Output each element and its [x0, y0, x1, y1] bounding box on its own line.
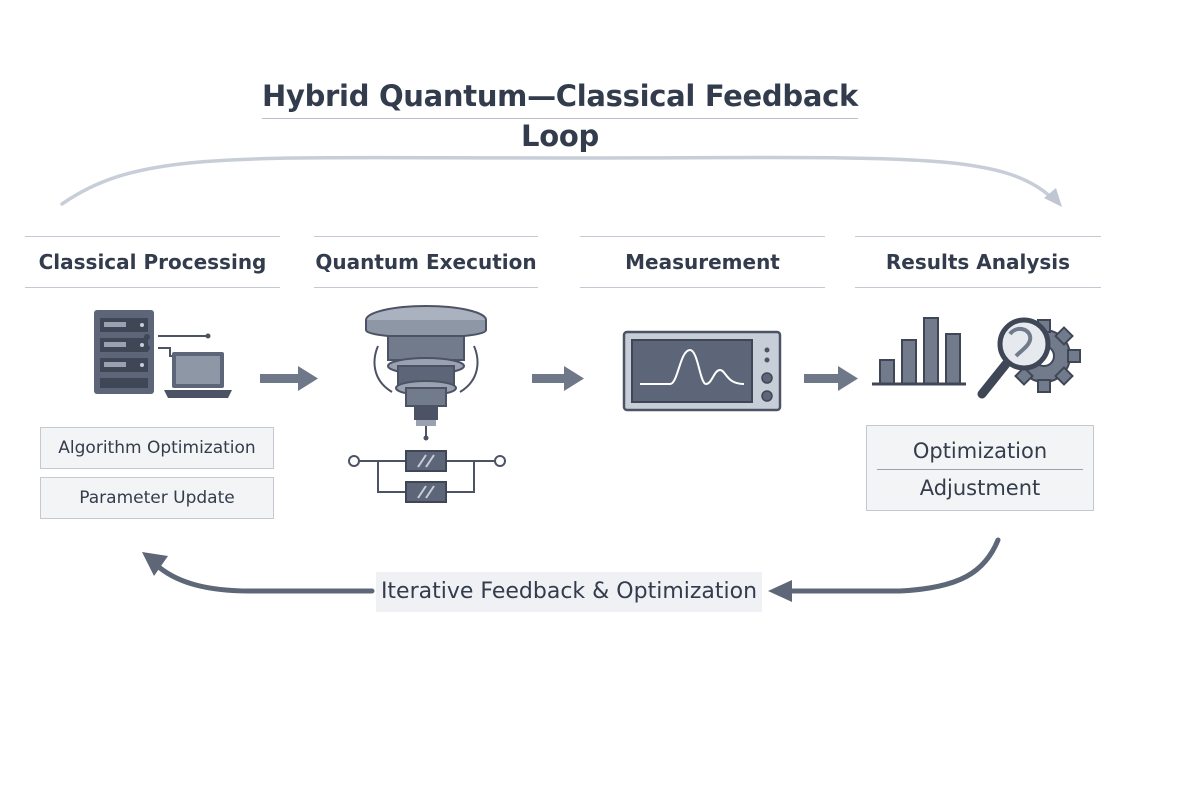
optimization-adjustment-box: Optimization Adjustment [866, 425, 1094, 511]
stage-label-results-analysis: Results Analysis [855, 236, 1101, 288]
stage-label-quantum-execution: Quantum Execution [314, 236, 538, 288]
feedback-arrow-left [142, 552, 375, 594]
algorithm-optimization-box: Algorithm Optimization [40, 427, 274, 469]
feedback-loop-label: Iterative Feedback & Optimization [376, 572, 762, 612]
box-divider [877, 469, 1083, 470]
feedback-arrow-right [768, 537, 1001, 602]
top-arc-arrow [60, 155, 1062, 207]
oscilloscope-icon [622, 330, 782, 412]
optimization-label: Optimization [912, 439, 1048, 463]
flow-arrow-1 [260, 366, 318, 391]
flow-arrow-2 [532, 366, 584, 391]
quantum-chip-icon [348, 305, 506, 503]
parameter-update-box: Parameter Update [40, 477, 274, 519]
server-laptop-icon [94, 310, 232, 398]
adjustment-label: Adjustment [919, 476, 1041, 500]
stage-label-measurement: Measurement [580, 236, 825, 288]
chart-magnifier-gear-icon [872, 317, 1081, 399]
stage-label-classical-processing: Classical Processing [25, 236, 280, 288]
diagram-title: Hybrid Quantum—Classical Feedback Loop [262, 76, 858, 153]
flow-arrow-3 [804, 366, 858, 391]
